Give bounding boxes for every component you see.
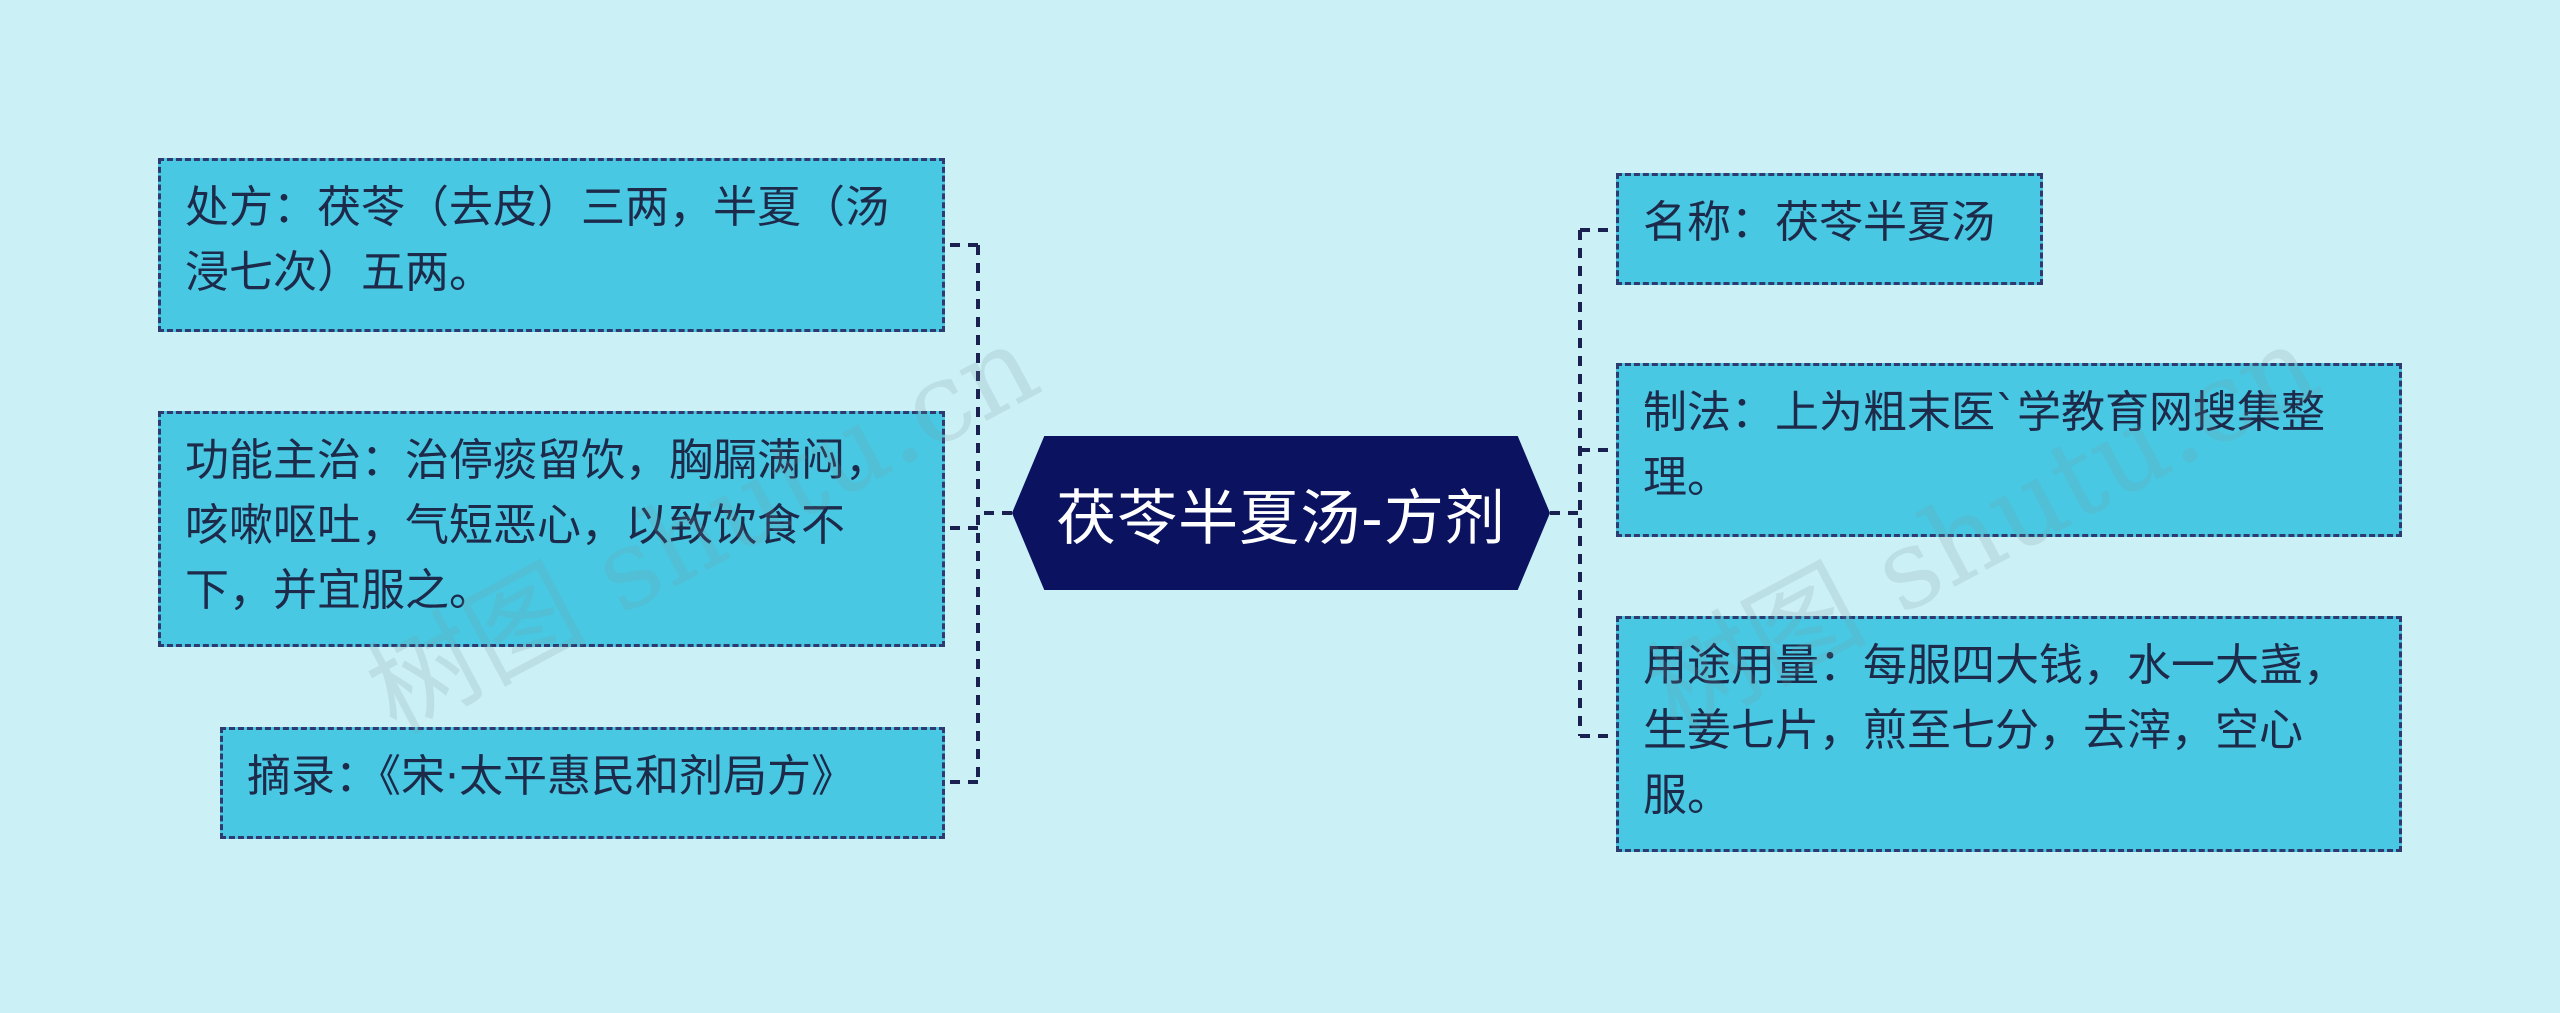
node-preparation-text: 制法：上为粗末医`学教育网搜集整理。 xyxy=(1643,387,2325,503)
node-source-text: 摘录：《宋·太平惠民和剂局方》 xyxy=(247,751,855,802)
node-usage[interactable]: 用途用量：每服四大钱，水一大盏，生姜七片，煎至七分，去滓，空心服。 xyxy=(1616,616,2402,852)
node-function-text: 功能主治：治停痰留饮，胸膈满闷，咳嗽呕吐，气短恶心，以致饮食不下，并宜服之。 xyxy=(185,435,889,616)
node-name[interactable]: 名称：茯苓半夏汤 xyxy=(1616,173,2043,285)
center-topic-label: 茯苓半夏汤-方剂 xyxy=(1056,483,1506,554)
node-name-text: 名称：茯苓半夏汤 xyxy=(1643,197,1995,248)
center-topic[interactable]: 茯苓半夏汤-方剂 xyxy=(1012,436,1550,590)
node-prescription[interactable]: 处方：茯苓（去皮）三两，半夏（汤浸七次）五两。 xyxy=(158,158,945,332)
node-prescription-text: 处方：茯苓（去皮）三两，半夏（汤浸七次）五两。 xyxy=(185,182,889,298)
node-function[interactable]: 功能主治：治停痰留饮，胸膈满闷，咳嗽呕吐，气短恶心，以致饮食不下，并宜服之。 xyxy=(158,411,945,647)
node-usage-text: 用途用量：每服四大钱，水一大盏，生姜七片，煎至七分，去滓，空心服。 xyxy=(1643,640,2347,821)
node-preparation[interactable]: 制法：上为粗末医`学教育网搜集整理。 xyxy=(1616,363,2402,537)
node-source[interactable]: 摘录：《宋·太平惠民和剂局方》 xyxy=(220,727,945,839)
